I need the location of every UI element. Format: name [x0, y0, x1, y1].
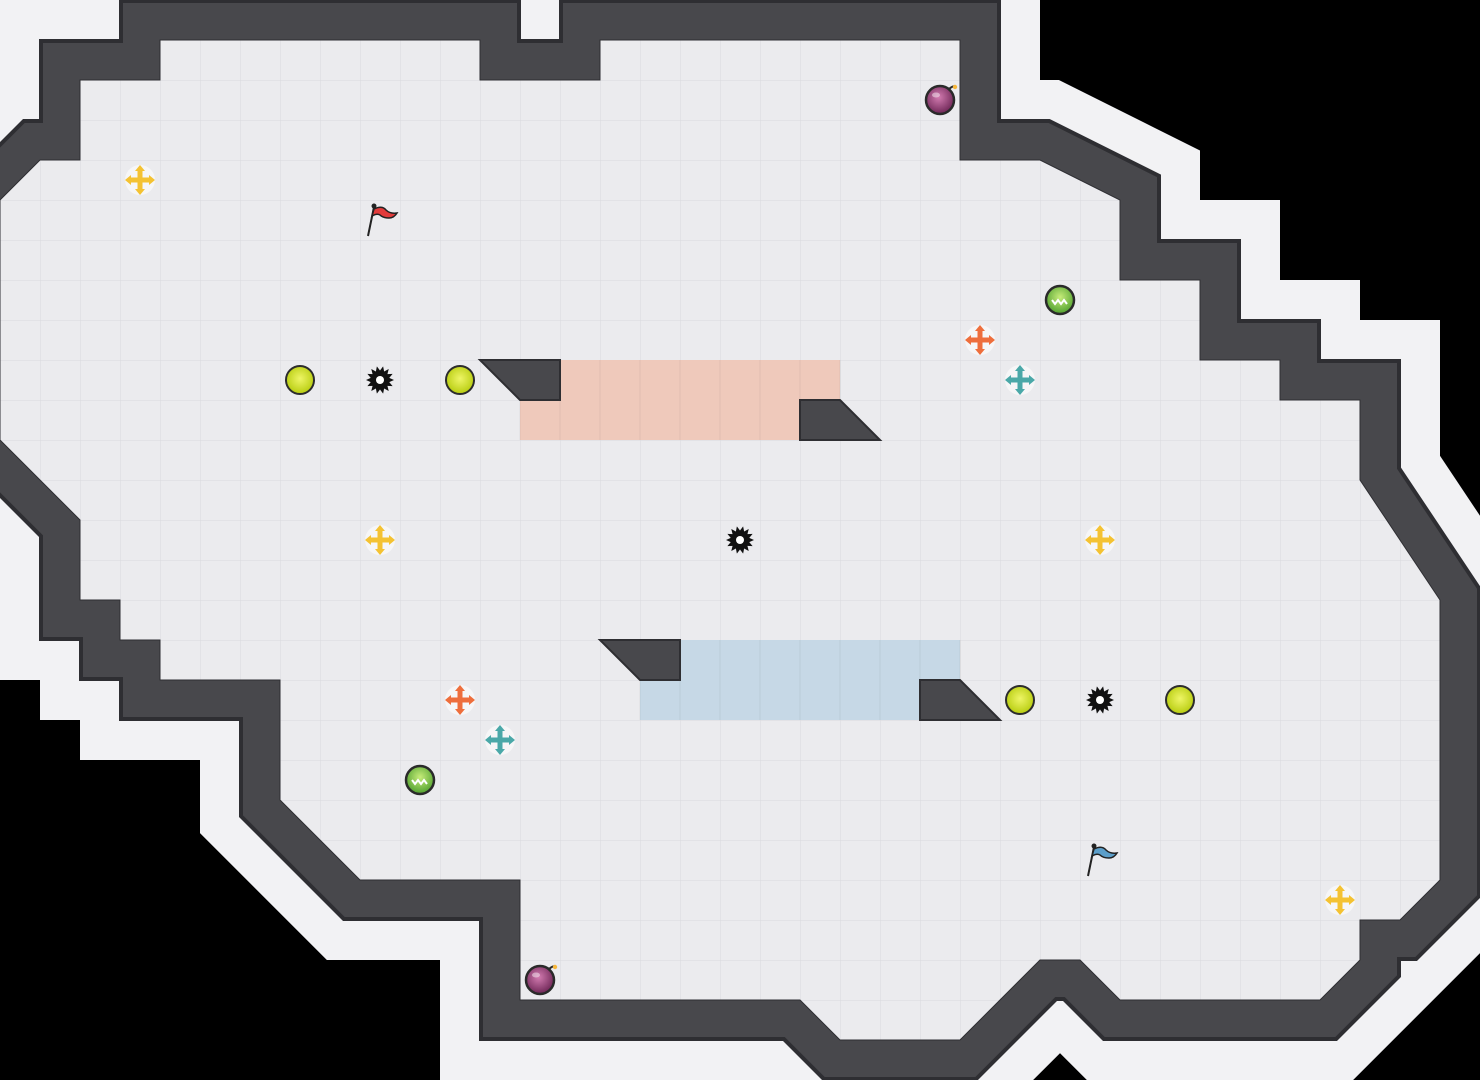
powerup-icon	[285, 365, 315, 395]
powerup-orb	[445, 365, 475, 395]
boost-arrow	[149, 175, 155, 185]
map-items-layer	[125, 84, 1355, 996]
boost-arrow	[389, 535, 395, 545]
jukejuice-body	[1044, 284, 1076, 316]
boost-yellow-icon	[1325, 885, 1355, 915]
spike-icon	[366, 366, 394, 394]
boost-arrow	[965, 335, 971, 345]
inner-ramp-wall	[919, 679, 1003, 721]
powerup-icon	[445, 365, 475, 395]
boost-arrow	[455, 709, 465, 715]
boost-arrow	[365, 535, 371, 545]
jukejuice-icon	[1044, 284, 1076, 316]
team-zones-layer	[519, 360, 961, 720]
boost-arrow	[1029, 375, 1035, 385]
boost-arrow	[1095, 549, 1105, 555]
blue-team-zone	[640, 680, 920, 720]
powerup-orb	[1165, 685, 1195, 715]
powerup-icon	[1005, 685, 1035, 715]
red-team-zone	[520, 400, 800, 440]
flag-cloth	[1090, 846, 1119, 859]
boost-arrow	[509, 735, 515, 745]
boost-arrow	[495, 749, 505, 755]
boost-arrow	[975, 349, 985, 355]
boost-teal-icon	[1005, 365, 1035, 395]
boost-arrow	[135, 165, 145, 171]
boost-arrow	[1085, 535, 1091, 545]
blue-team-zone	[680, 640, 960, 680]
jukejuice-body	[404, 764, 436, 796]
boost-arrow	[1335, 909, 1345, 915]
boost-bar-h	[129, 177, 151, 183]
boost-red-icon	[965, 325, 995, 355]
boost-arrow	[375, 525, 385, 531]
bomb-body	[524, 964, 556, 996]
bomb-icon	[524, 964, 558, 996]
inner-ramp-wall	[597, 639, 681, 681]
inner-ramp-wall	[477, 359, 561, 401]
flag-pole-knob	[371, 203, 377, 209]
flag-pole-knob	[1091, 843, 1097, 849]
boost-yellow-icon	[125, 165, 155, 195]
boost-arrow	[1349, 895, 1355, 905]
bomb-spark	[552, 964, 558, 970]
boost-bar-h	[1329, 897, 1351, 903]
boost-arrow	[485, 735, 491, 745]
boost-arrow	[989, 335, 995, 345]
boost-arrow	[1095, 525, 1105, 531]
red-team-zone	[560, 360, 840, 400]
flag-cloth	[370, 206, 399, 219]
boost-bar-h	[969, 337, 991, 343]
bomb-spark	[952, 84, 958, 90]
boost-arrow	[125, 175, 131, 185]
boost-yellow-icon	[365, 525, 395, 555]
powerup-orb	[1005, 685, 1035, 715]
blue-flag	[1087, 843, 1119, 877]
bomb-body	[924, 84, 956, 116]
boost-arrow	[375, 549, 385, 555]
red-flag	[367, 203, 399, 237]
spike-icon	[726, 526, 754, 554]
inner-walls-layer	[477, 359, 1003, 721]
powerup-orb	[285, 365, 315, 395]
boost-arrow	[1109, 535, 1115, 545]
boost-arrow	[495, 725, 505, 731]
boost-red-icon	[445, 685, 475, 715]
spike-center	[736, 536, 744, 544]
boost-teal-icon	[485, 725, 515, 755]
boost-arrow	[1335, 885, 1345, 891]
boost-bar-h	[369, 537, 391, 543]
boost-arrow	[1015, 389, 1025, 395]
boost-arrow	[975, 325, 985, 331]
boost-bar-h	[449, 697, 471, 703]
jukejuice-wave	[411, 778, 428, 786]
boost-bar-h	[1089, 537, 1111, 543]
boost-arrow	[1015, 365, 1025, 371]
boost-bar-h	[489, 737, 511, 743]
jukejuice-icon	[404, 764, 436, 796]
spike-center	[1096, 696, 1104, 704]
floor-layer	[0, 39, 1441, 1041]
spike-center	[376, 376, 384, 384]
boost-arrow	[455, 685, 465, 691]
bomb-icon	[924, 84, 958, 116]
inner-ramp-wall	[799, 399, 883, 441]
spike-icon	[1086, 686, 1114, 714]
boost-bar-h	[1009, 377, 1031, 383]
boost-yellow-icon	[1085, 525, 1115, 555]
floor-area	[0, 39, 1441, 1041]
bomb-shine	[932, 92, 940, 98]
jukejuice-wave	[1051, 298, 1068, 306]
boost-arrow	[1325, 895, 1331, 905]
boost-arrow	[135, 189, 145, 195]
boost-arrow	[469, 695, 475, 705]
bomb-shine	[532, 972, 540, 978]
boost-arrow	[1005, 375, 1011, 385]
boost-arrow	[445, 695, 451, 705]
powerup-icon	[1165, 685, 1195, 715]
